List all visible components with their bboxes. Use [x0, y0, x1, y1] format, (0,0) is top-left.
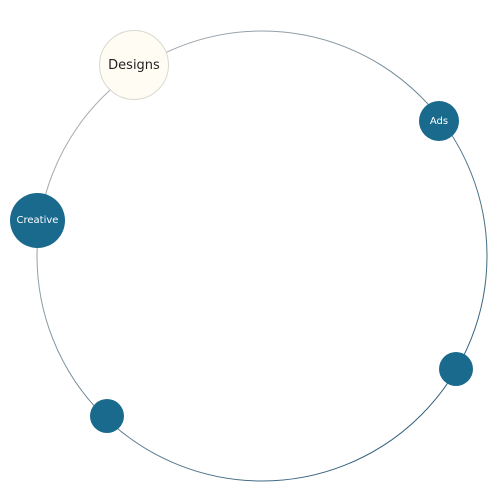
node-creative[interactable]: Creative	[10, 193, 65, 248]
node-creative-label: Creative	[16, 215, 59, 226]
node-designs[interactable]: Designs	[99, 30, 169, 100]
node-ads-label: Ads	[429, 115, 449, 127]
node-ads[interactable]: Ads	[419, 101, 459, 141]
node-unlabeled-right[interactable]	[439, 352, 473, 386]
node-designs-label: Designs	[108, 57, 160, 73]
orbit-circle	[36, 30, 488, 482]
node-unlabeled-left[interactable]	[90, 399, 124, 433]
